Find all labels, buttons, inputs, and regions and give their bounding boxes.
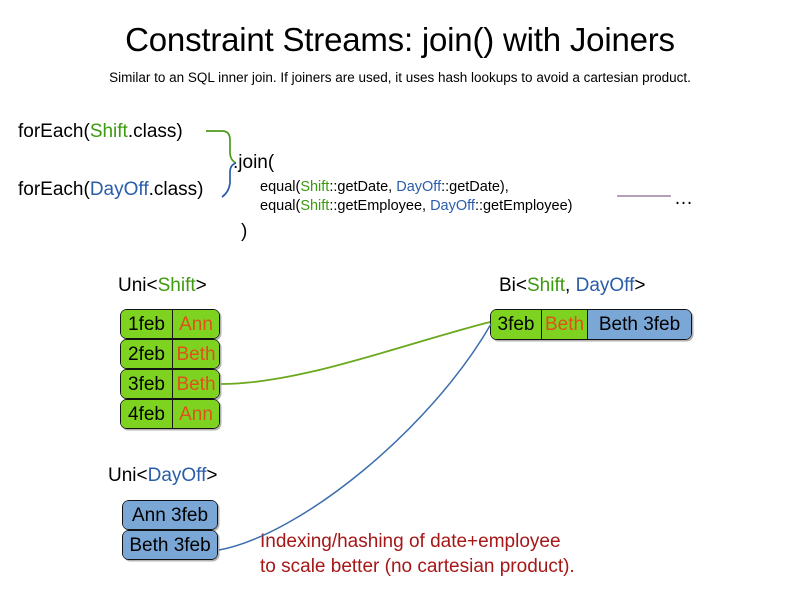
connector-shift-to-join — [206, 130, 237, 164]
bi-shift-date-cell: 3feb — [491, 310, 542, 339]
code-join-open: .join( — [233, 152, 275, 173]
dayoff-pair-cell: Beth 3feb — [123, 531, 217, 559]
code-foreach-dayoff-prefix: forEach( — [18, 179, 90, 200]
shift-fact-box: 4feb Ann — [120, 399, 220, 429]
shift-date-cell: 2feb — [121, 340, 173, 368]
caption-uni-shift-suffix: > — [195, 275, 207, 296]
shift-employee-cell: Ann — [173, 400, 219, 428]
caption-bi-prefix: Bi< — [499, 275, 527, 296]
code-joiner-arg-2-left-method: ::getEmployee, — [329, 198, 431, 214]
dayoff-fact-box: Ann 3feb — [122, 500, 218, 530]
shift-fact-box: 3feb Beth — [120, 369, 220, 399]
caption-bi-suffix: > — [634, 275, 646, 296]
dayoff-fact-box: Beth 3feb — [122, 530, 218, 560]
code-token-dayoff: DayOff — [396, 179, 442, 195]
caption-uni-dayoff-suffix: > — [206, 465, 218, 486]
code-joiner-arg-1: equal(Shift::getDate, DayOff::getDate), — [260, 178, 509, 196]
code-join-close: ) — [241, 221, 248, 242]
continuation-ellipsis: … — [674, 188, 693, 209]
code-foreach-dayoff-suffix: .class) — [148, 179, 204, 200]
page-title: Constraint Streams: join() with Joiners — [125, 21, 675, 58]
shift-employee-cell: Beth — [173, 370, 219, 398]
shift-fact-box: 1feb Ann — [120, 309, 220, 339]
bi-tuple-box: 3feb Beth Beth 3feb — [490, 309, 692, 340]
code-token-shift: Shift — [300, 198, 330, 214]
code-joiner-arg-2: equal(Shift::getEmployee, DayOff::getEmp… — [260, 197, 572, 215]
code-token-dayoff: DayOff — [89, 179, 149, 200]
code-joiner-arg-1-right-method: ::getDate), — [441, 179, 509, 195]
code-token-dayoff: DayOff — [575, 275, 635, 296]
annotation-text: Indexing/hashing of date+employee to sca… — [260, 529, 575, 579]
code-token-dayoff: DayOff — [430, 198, 475, 214]
caption-uni-shift-prefix: Uni< — [118, 275, 158, 296]
code-foreach-shift-prefix: forEach( — [18, 121, 90, 142]
shift-fact-box: 2feb Beth — [120, 339, 220, 369]
code-token-dayoff: DayOff — [147, 465, 207, 486]
code-joiner-arg-1-open: equal( — [260, 179, 301, 195]
shift-date-cell: 1feb — [121, 310, 173, 338]
code-joiner-arg-2-open: equal( — [260, 198, 301, 214]
bi-shift-employee-cell: Beth — [542, 310, 588, 339]
annotation-line-2: to scale better (no cartesian product). — [260, 556, 575, 577]
annotation-line-1: Indexing/hashing of date+employee — [260, 531, 561, 552]
connector-shift-fact-to-bi — [220, 321, 491, 385]
code-foreach-shift: forEach(Shift.class) — [18, 121, 183, 143]
code-token-shift: Shift — [300, 179, 330, 195]
shift-date-cell: 3feb — [121, 370, 173, 398]
caption-bi-stream: Bi<Shift, DayOff> — [499, 275, 645, 297]
code-joiner-arg-2-right-method: ::getEmployee) — [474, 198, 573, 214]
code-foreach-shift-suffix: .class) — [127, 121, 183, 142]
connector-dayoff-fact-to-bi — [218, 323, 492, 551]
code-token-shift: Shift — [89, 121, 128, 142]
shift-employee-cell: Ann — [173, 310, 219, 338]
caption-uni-dayoff: Uni<DayOff> — [108, 465, 218, 487]
code-token-shift: Shift — [527, 275, 566, 296]
dayoff-pair-cell: Ann 3feb — [123, 501, 217, 529]
caption-bi-separator: , — [565, 275, 576, 296]
shift-employee-cell: Beth — [173, 340, 219, 368]
code-foreach-dayoff: forEach(DayOff.class) — [18, 179, 204, 201]
shift-date-cell: 4feb — [121, 400, 173, 428]
code-joiner-arg-1-left-method: ::getDate, — [329, 179, 397, 195]
code-token-shift: Shift — [157, 275, 196, 296]
caption-uni-shift: Uni<Shift> — [118, 275, 207, 297]
page-subtitle: Similar to an SQL inner join. If joiners… — [109, 70, 691, 85]
caption-uni-dayoff-prefix: Uni< — [108, 465, 148, 486]
bi-dayoff-pair-cell: Beth 3feb — [588, 310, 691, 339]
